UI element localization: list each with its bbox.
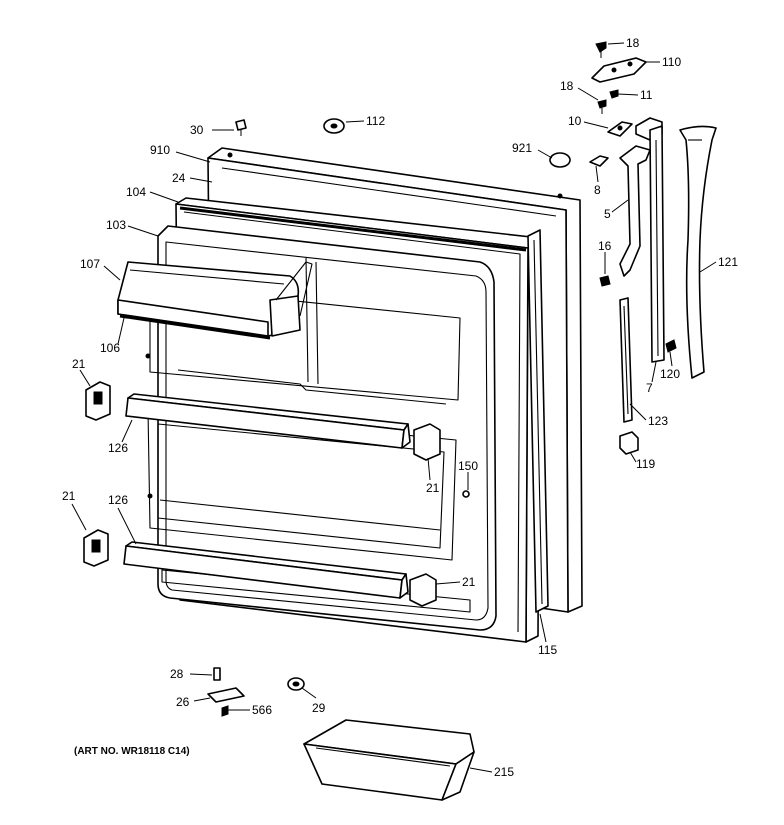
- callout-119: 119: [636, 457, 655, 471]
- dairy-compartment: [117, 261, 313, 340]
- callout-104: 104: [126, 185, 146, 199]
- callout-123: 123: [648, 414, 668, 428]
- callout-21-a: 21: [72, 357, 86, 371]
- callout-120: 120: [660, 367, 680, 381]
- callout-566: 566: [252, 703, 272, 717]
- callout-5: 5: [604, 207, 611, 221]
- callout-106: 106: [100, 341, 120, 355]
- callout-21-d: 21: [462, 575, 476, 589]
- lower-shelf-bar: [123, 541, 409, 599]
- leader-lines: [71, 42, 717, 773]
- callout-921: 921: [512, 141, 532, 155]
- callout-21-c: 21: [62, 489, 76, 503]
- upper-shelf-bar: [125, 393, 411, 449]
- callout-21-b: 21: [426, 481, 440, 495]
- callout-126-a: 126: [108, 441, 128, 455]
- callout-115: 115: [538, 643, 557, 657]
- callout-121: 121: [718, 255, 738, 269]
- callout-11: 11: [640, 88, 653, 102]
- callout-labels: 18 110 18 11 10 30 112 921 910 8 24 104 …: [62, 36, 738, 779]
- shelf-end-caps: [83, 381, 441, 607]
- callout-910: 910: [150, 143, 170, 157]
- callout-24: 24: [172, 171, 186, 185]
- callout-18-mid: 18: [560, 79, 574, 93]
- callout-103: 103: [106, 218, 126, 232]
- art-number: (ART NO. WR18118 C14): [74, 746, 190, 757]
- callout-7: 7: [646, 381, 653, 395]
- door-bin: [303, 719, 475, 801]
- small-top-parts: [235, 118, 470, 498]
- callout-29: 29: [312, 701, 326, 715]
- callout-150: 150: [458, 459, 478, 473]
- callout-107: 107: [80, 257, 100, 271]
- callout-8: 8: [594, 183, 601, 197]
- loose-bottom-parts: [207, 667, 305, 717]
- callout-10: 10: [568, 114, 582, 128]
- callout-28: 28: [170, 667, 184, 681]
- callout-16: 16: [598, 239, 612, 253]
- callout-215: 215: [494, 765, 514, 779]
- callout-30: 30: [190, 123, 204, 137]
- callout-110: 110: [662, 55, 681, 69]
- hinge-hardware: [549, 41, 717, 455]
- gasket-strip: [527, 229, 549, 613]
- callout-112: 112: [366, 114, 385, 128]
- callout-26: 26: [176, 695, 190, 709]
- callout-18-top: 18: [626, 36, 640, 50]
- callout-126-b: 126: [108, 493, 128, 507]
